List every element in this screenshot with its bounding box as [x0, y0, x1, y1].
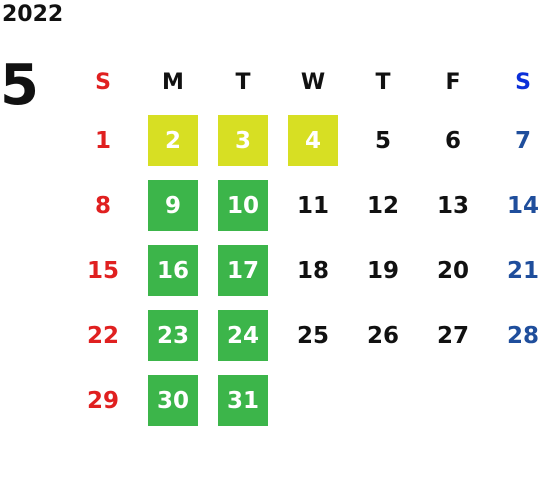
day-cell: 19 [366, 257, 399, 284]
day-cell: 1 [94, 127, 111, 154]
day-cell: 11 [296, 192, 329, 219]
weekday-header: F [445, 69, 461, 95]
day-cell: 5 [374, 127, 391, 154]
day-cell: 27 [436, 322, 469, 349]
day-cell: 12 [366, 192, 399, 219]
day-cell: 26 [366, 322, 399, 349]
weekday-header: S [95, 69, 111, 95]
day-cell: 18 [296, 257, 329, 284]
day-cell: 20 [436, 257, 469, 284]
day-cell: 25 [296, 322, 329, 349]
month-number: 5 [0, 53, 39, 118]
day-cell: 29 [86, 387, 119, 414]
weekday-header: S [515, 69, 531, 95]
day-cell: 28 [506, 322, 539, 349]
day-cell: 8 [94, 192, 111, 219]
day-cell: 9 [148, 180, 198, 231]
day-cell: 22 [86, 322, 119, 349]
day-cell: 3 [218, 115, 268, 166]
weekday-header: W [300, 69, 326, 95]
empty-day-cell [418, 368, 488, 433]
day-cell: 30 [148, 375, 198, 426]
day-cell: 15 [86, 257, 119, 284]
day-cell: 31 [218, 375, 268, 426]
day-cell: 21 [506, 257, 539, 284]
day-cell: 16 [148, 245, 198, 296]
day-cell: 24 [218, 310, 268, 361]
weekday-header: T [375, 69, 391, 95]
year-label: 2022 [2, 2, 64, 27]
day-cell: 17 [218, 245, 268, 296]
weekday-header: T [235, 69, 251, 95]
empty-day-cell [278, 368, 348, 433]
day-cell: 4 [288, 115, 338, 166]
day-cell: 13 [436, 192, 469, 219]
day-cell: 7 [514, 127, 531, 154]
weekday-header: M [162, 69, 184, 95]
day-cell: 2 [148, 115, 198, 166]
day-cell: 14 [506, 192, 539, 219]
day-cell: 23 [148, 310, 198, 361]
empty-day-cell [348, 368, 418, 433]
empty-day-cell [488, 368, 548, 433]
day-cell: 10 [218, 180, 268, 231]
day-cell: 6 [444, 127, 461, 154]
